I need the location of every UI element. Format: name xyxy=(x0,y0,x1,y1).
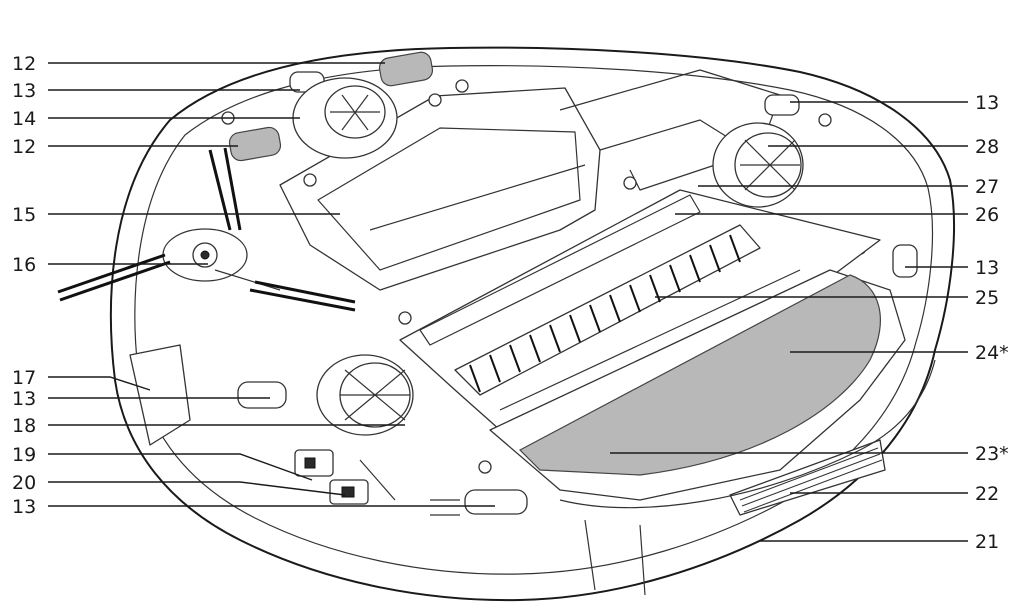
right-drive-wheel xyxy=(712,122,804,208)
callout-16: 16 xyxy=(12,254,36,276)
callout-19: 19 xyxy=(12,444,36,466)
leader-20 xyxy=(48,481,346,496)
callout-numbers: 12 13 14 12 15 16 17 13 18 19 20 13 13 2… xyxy=(12,53,1009,553)
callout-17: 17 xyxy=(12,367,36,389)
main-roll-brush xyxy=(454,224,761,396)
left-side-opening xyxy=(129,344,191,446)
callout-12: 12 xyxy=(12,53,36,75)
inner-rim xyxy=(134,65,934,575)
contact-right xyxy=(892,244,918,278)
side-brush xyxy=(57,147,356,312)
callout-22: 22 xyxy=(975,483,999,505)
contact-top-right xyxy=(764,94,800,116)
callout-18: 18 xyxy=(12,415,36,437)
callout-13: 13 xyxy=(975,92,999,114)
callout-21: 21 xyxy=(975,531,999,553)
callout-13: 13 xyxy=(975,257,999,279)
robot-vacuum-illustration xyxy=(57,46,956,602)
callout-25: 25 xyxy=(975,287,999,309)
filter-pad xyxy=(519,274,881,476)
callout-24: 24* xyxy=(975,342,1009,364)
leader-lines xyxy=(48,62,968,542)
callout-15: 15 xyxy=(12,204,36,226)
callout-26: 26 xyxy=(975,204,999,226)
callout-13: 13 xyxy=(12,80,36,102)
battery-cover xyxy=(279,87,601,291)
cliff-sensor-top xyxy=(378,51,434,87)
contact-bottom xyxy=(464,489,528,515)
callout-23: 23* xyxy=(975,443,1009,465)
callout-14: 14 xyxy=(12,108,36,130)
cliff-sensor-left xyxy=(228,126,282,162)
battery-cover-panel xyxy=(317,127,581,271)
callout-28: 28 xyxy=(975,136,999,158)
bumper xyxy=(559,359,936,509)
callout-12: 12 xyxy=(12,136,36,158)
left-drive-wheel xyxy=(316,354,414,436)
brush-bristles xyxy=(469,234,741,393)
callout-13: 13 xyxy=(12,496,36,518)
callout-27: 27 xyxy=(975,176,999,198)
leader-19 xyxy=(48,453,313,481)
callout-13: 13 xyxy=(12,388,36,410)
callout-20: 20 xyxy=(12,472,36,494)
leader-17 xyxy=(48,376,151,391)
contact-bottom-left xyxy=(237,381,287,409)
